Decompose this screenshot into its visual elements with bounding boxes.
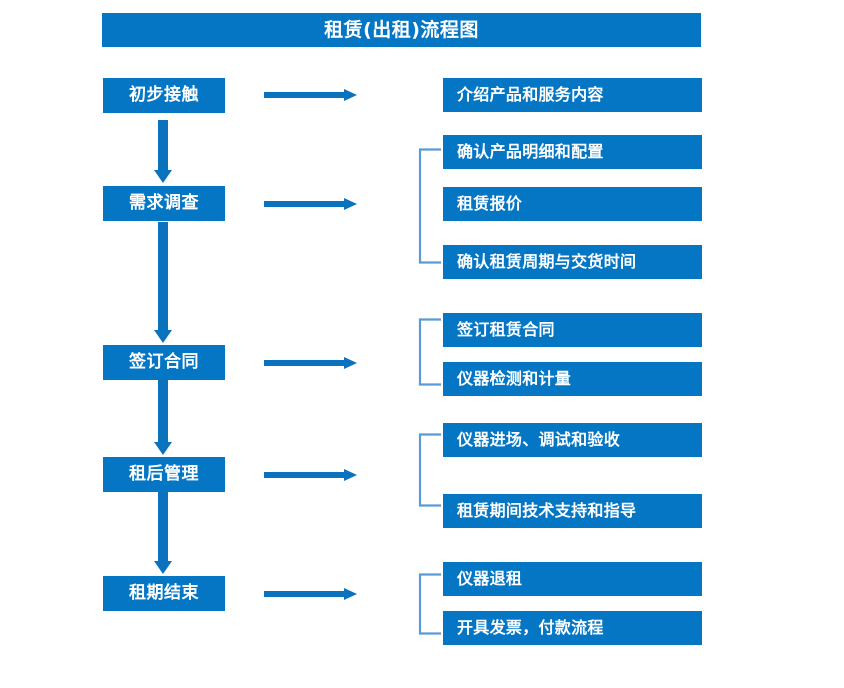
detail-box-3-2[interactable]: 仪器检测和计量: [443, 362, 702, 396]
right-arrow-3: [264, 356, 358, 370]
detail-box-5-2[interactable]: 开具发票，付款流程: [443, 611, 702, 645]
stage-box-3[interactable]: 签订合同: [103, 345, 225, 380]
detail-label-4-2: 租赁期间技术支持和指导: [457, 501, 637, 520]
right-arrow-5: [264, 587, 358, 601]
stage-box-4[interactable]: 租后管理: [103, 457, 225, 492]
diagram-title-bar: 租赁(出租)流程图: [102, 13, 701, 47]
detail-label-1-1: 介绍产品和服务内容: [457, 85, 604, 104]
group-bracket-4: [418, 433, 442, 507]
down-arrow-2: [152, 222, 174, 344]
down-arrow-3: [152, 380, 174, 456]
detail-label-5-1: 仪器退租: [457, 569, 523, 588]
stage-label-3: 签订合同: [129, 352, 199, 372]
detail-label-2-1: 确认产品明细和配置: [457, 142, 604, 161]
stage-box-5[interactable]: 租期结束: [103, 576, 225, 611]
down-arrow-4: [152, 492, 174, 575]
stage-label-1: 初步接触: [129, 85, 199, 105]
detail-label-5-2: 开具发票，付款流程: [457, 618, 604, 637]
stage-label-4: 租后管理: [129, 464, 199, 484]
group-bracket-3: [418, 318, 442, 386]
detail-label-2-2: 租赁报价: [457, 194, 523, 213]
detail-label-3-1: 签订租赁合同: [457, 320, 555, 339]
detail-box-1-1[interactable]: 介绍产品和服务内容: [443, 78, 702, 112]
right-arrow-2: [264, 197, 358, 211]
right-arrow-4: [264, 468, 358, 482]
detail-box-2-2[interactable]: 租赁报价: [443, 187, 702, 221]
down-arrow-1: [152, 120, 174, 184]
stage-box-1[interactable]: 初步接触: [103, 78, 225, 113]
detail-box-4-2[interactable]: 租赁期间技术支持和指导: [443, 494, 702, 528]
detail-box-3-1[interactable]: 签订租赁合同: [443, 313, 702, 347]
stage-label-2: 需求调查: [129, 193, 199, 213]
detail-box-5-1[interactable]: 仪器退租: [443, 562, 702, 596]
detail-label-2-3: 确认租赁周期与交货时间: [457, 252, 637, 271]
detail-label-3-2: 仪器检测和计量: [457, 369, 572, 388]
detail-box-4-1[interactable]: 仪器进场、调试和验收: [443, 423, 702, 457]
detail-box-2-1[interactable]: 确认产品明细和配置: [443, 135, 702, 169]
stage-box-2[interactable]: 需求调查: [103, 186, 225, 221]
detail-box-2-3[interactable]: 确认租赁周期与交货时间: [443, 245, 702, 279]
detail-label-4-1: 仪器进场、调试和验收: [457, 430, 621, 449]
page-title: 租赁(出租)流程图: [324, 18, 479, 41]
right-arrow-1: [264, 88, 358, 102]
group-bracket-2: [418, 148, 442, 264]
stage-label-5: 租期结束: [129, 583, 199, 603]
group-bracket-5: [418, 573, 442, 635]
